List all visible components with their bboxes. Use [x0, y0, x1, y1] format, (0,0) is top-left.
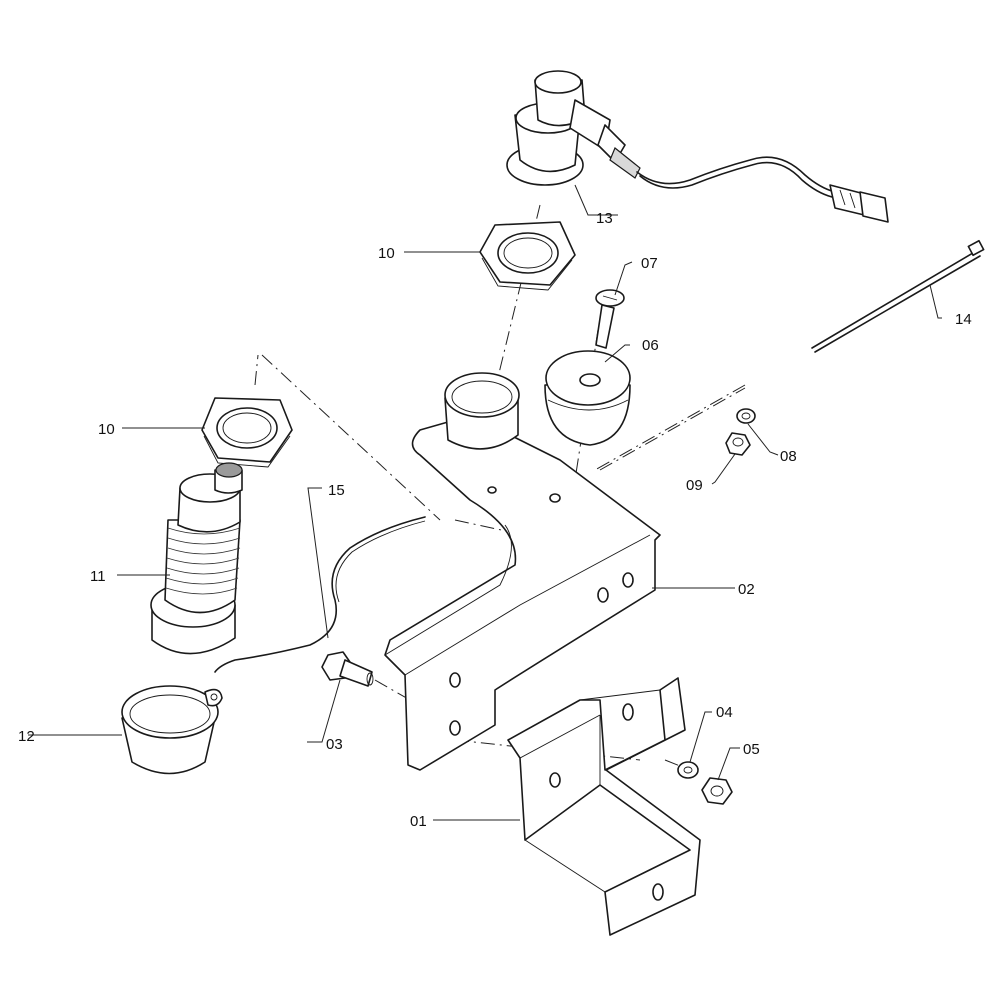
part-09-nut-small[interactable] [725, 432, 751, 456]
part-10-hex-nut-lower[interactable] [201, 397, 293, 468]
leader-lines [28, 184, 942, 821]
part-08-washer-small[interactable] [736, 408, 756, 424]
callout-14: 14 [955, 311, 972, 328]
part-14-cable-tie[interactable] [811, 239, 985, 353]
part-06-rubber-mount[interactable] [544, 350, 631, 446]
callout-09: 09 [686, 477, 703, 494]
part-15-wire[interactable] [214, 516, 426, 673]
part-11-threaded-sensor[interactable] [150, 462, 243, 655]
part-05-nut[interactable] [701, 777, 733, 805]
callout-10-upper: 10 [378, 245, 395, 262]
callout-11: 11 [90, 568, 106, 585]
callout-10-lower: 10 [98, 421, 115, 438]
callout-04: 04 [716, 704, 733, 721]
part-13-sensor-cable[interactable] [506, 70, 889, 223]
part-07-screw[interactable] [595, 289, 625, 349]
part-12-cap[interactable] [121, 685, 223, 775]
callout-13: 13 [596, 210, 613, 227]
callout-12: 12 [18, 728, 35, 745]
thread-lines [165, 527, 241, 595]
part-03-bolt[interactable] [321, 651, 374, 687]
part-02-main-bracket[interactable] [384, 372, 661, 771]
part-01-u-bracket[interactable] [507, 677, 701, 936]
callout-01: 01 [410, 813, 427, 830]
callout-15: 15 [328, 482, 345, 499]
callout-labels: 01 02 03 04 05 06 07 08 09 10 10 11 12 1… [18, 210, 972, 830]
callout-03: 03 [326, 736, 343, 753]
callout-08: 08 [780, 448, 797, 465]
part-04-washer[interactable] [677, 761, 699, 779]
part-10-hex-nut-upper[interactable] [479, 221, 576, 291]
callout-07: 07 [641, 255, 658, 272]
callout-06: 06 [642, 337, 659, 354]
callout-05: 05 [743, 741, 760, 758]
callout-02: 02 [738, 581, 755, 598]
